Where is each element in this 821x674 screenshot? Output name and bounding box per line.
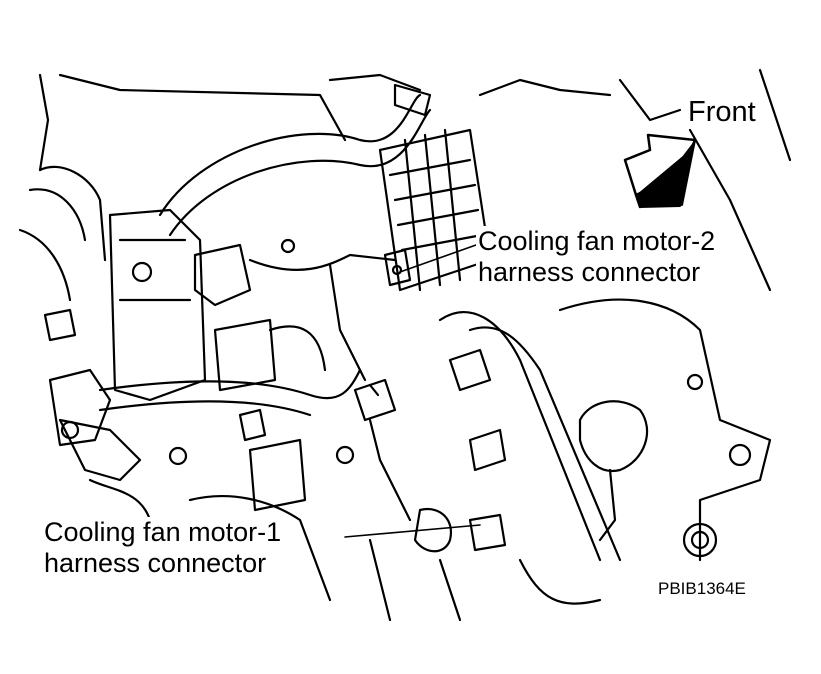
fan-motor-2-connector-label: Cooling fan motor-2 harness connector (476, 226, 718, 289)
fan-motor-2-label-line-1: Cooling fan motor-2 (478, 226, 716, 256)
fan-motor-1-connector-label: Cooling fan motor-1 harness connector (42, 517, 284, 580)
figure-code: PBIB1364E (658, 579, 746, 598)
front-direction-label: Front (688, 96, 756, 128)
fan-motor-1-label-line-2: harness connector (44, 548, 267, 579)
fan-motor-2-label-line-2: harness connector (478, 257, 701, 288)
fan-motor-1-label-line-1: Cooling fan motor-1 (44, 517, 282, 547)
